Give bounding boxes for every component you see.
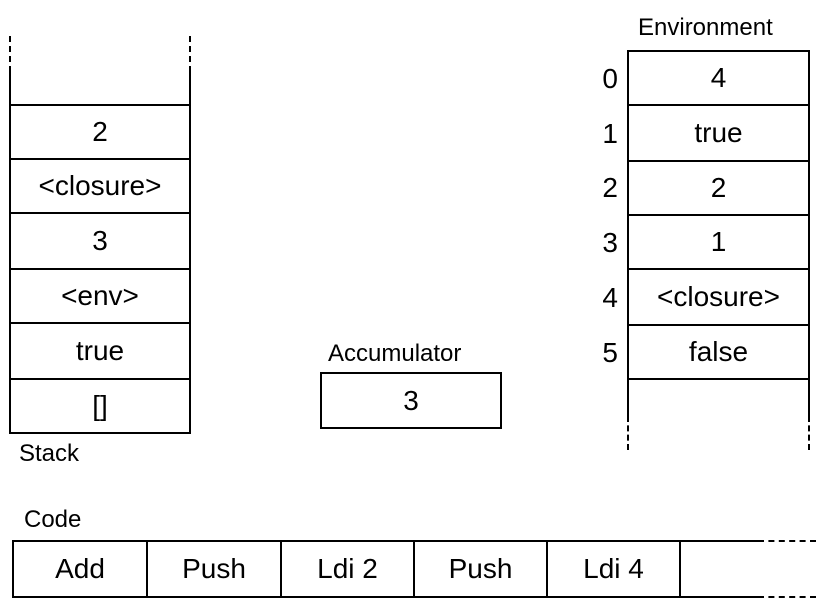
code-cell [681,542,758,596]
environment-label: Environment [638,14,773,41]
stack-line [9,268,191,270]
environment-index: 1 [602,118,618,149]
stack-top-dash-left [9,36,11,72]
stack-cell: [] [92,390,108,421]
stack-top-dash-right [189,36,191,72]
code-divider [146,540,148,598]
environment-cell: 4 [710,62,727,93]
stack-line [9,322,191,324]
environment-cell: false [688,336,749,367]
environment-cell: 1 [710,226,727,257]
code-divider [280,540,282,598]
code-bottom-line [12,596,758,598]
environment-line [627,160,810,162]
code-bottom-dash [758,596,816,598]
environment-line [627,324,810,326]
code-cell: Ldi 4 [583,553,644,584]
environment-cell: 2 [710,172,727,203]
environment-index: 2 [602,172,618,203]
stack-line [9,378,191,380]
environment-line [627,268,810,270]
code-top-dash [758,540,816,542]
environment-cell: <closure> [657,281,780,312]
environment-bottom-dash-left [627,416,629,450]
code-cell: Push [448,553,513,584]
stack-cell: 3 [92,225,108,256]
code-divider [413,540,415,598]
code-divider [546,540,548,598]
accumulator-label: Accumulator [328,340,462,367]
environment-line [627,50,810,52]
environment-line [627,104,810,106]
stack-label: Stack [19,440,80,467]
stack-line [9,158,191,160]
stack-line [9,432,191,434]
environment-index: 4 [602,282,618,313]
code-label: Code [24,506,82,533]
accumulator-box: 3 [320,372,502,429]
environment-index: 5 [602,337,618,368]
code-top-line [12,540,758,542]
code-cell: Push [182,553,246,584]
code-cell: Ldi 2 [317,553,378,584]
environment-line [627,214,810,216]
stack-line [9,104,191,106]
environment-index: 3 [602,227,618,258]
environment-line [627,378,810,380]
stack-cell: <env> [61,280,139,311]
stack-side-left [9,72,11,434]
environment-cell: true [694,117,743,148]
stack-line [9,212,191,214]
environment-index: 0 [602,63,618,94]
stack-cell: true [75,335,125,366]
stack-cell: <closure> [38,170,162,201]
code-cell: Add [55,553,105,584]
environment-side-left [627,50,629,416]
stack-cell: 2 [92,116,108,147]
stack-side-right [189,72,191,434]
environment-bottom-dash-right [808,416,810,450]
code-divider [12,540,14,598]
environment-side-right [808,50,810,416]
code-divider [679,540,681,598]
